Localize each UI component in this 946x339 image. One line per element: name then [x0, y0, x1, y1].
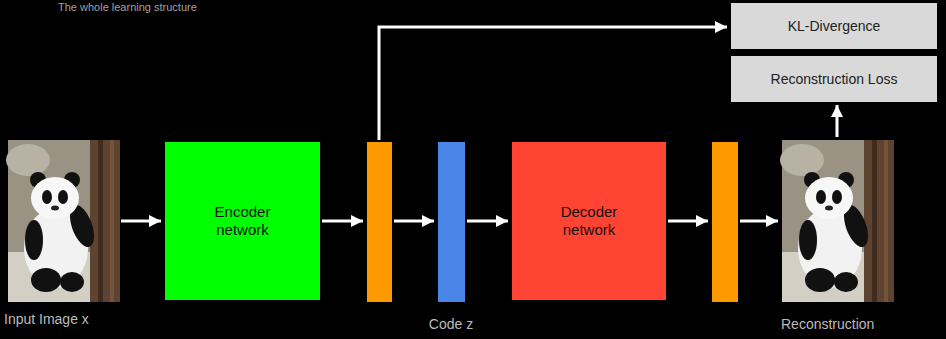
- encoder-output-bar: [367, 142, 392, 302]
- loss-box: KL-Divergence: [731, 3, 937, 49]
- flow-arrow: [121, 220, 161, 223]
- caption-label: Input Image x: [4, 311, 89, 327]
- flow-arrow: [467, 220, 508, 223]
- loss-box: Reconstruction Loss: [731, 56, 937, 102]
- flow-arrow: [668, 220, 708, 223]
- label-holder: Input Image x: [4, 311, 89, 327]
- kl-arrow: [379, 27, 727, 140]
- diagram-title: The whole learning structure: [58, 1, 197, 13]
- caption-label: Reconstruction: [781, 316, 874, 332]
- reconstruction-image: [780, 140, 894, 302]
- title-holder: The whole learning structure: [58, 1, 197, 13]
- label-holder: Reconstruction: [781, 316, 874, 332]
- node-text: Decoder network: [544, 203, 634, 239]
- code-bar: [438, 142, 465, 302]
- encoder-box: Encoder network: [165, 142, 320, 300]
- flow-arrow: [322, 220, 363, 223]
- node-text: KL-Divergence: [788, 18, 881, 35]
- flow-arrow: [394, 220, 434, 223]
- decoder-output-bar: [712, 142, 738, 302]
- flow-arrow: [740, 220, 778, 223]
- node-text: Encoder network: [198, 203, 288, 239]
- caption-label: Code z: [429, 316, 473, 332]
- label-holder: Code z: [429, 316, 473, 332]
- input-image: [6, 140, 120, 302]
- loss-arrow: [836, 105, 839, 137]
- decoder-box: Decoder network: [512, 142, 666, 300]
- node-text: Reconstruction Loss: [771, 71, 898, 88]
